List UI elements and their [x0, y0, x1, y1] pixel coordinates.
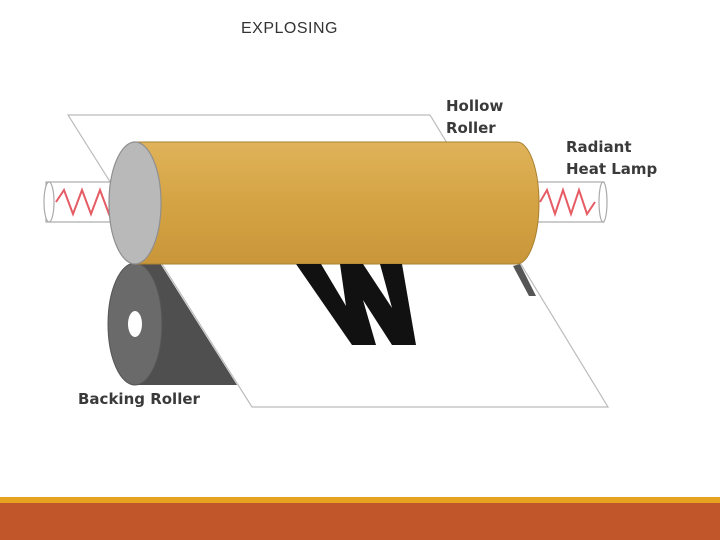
- footer-bar: [0, 503, 720, 540]
- hollow-roller-end: [108, 141, 162, 265]
- heat-lamp-tube-left-end: [43, 181, 55, 223]
- label-backing-roller: Backing Roller: [78, 390, 201, 408]
- slide-title: EXPLOSING: [241, 20, 338, 37]
- printed-letter-w: [296, 264, 416, 345]
- hollow-roller: [134, 141, 540, 265]
- footer-accent-line: [0, 497, 720, 503]
- backing-roller-axle-hole: [128, 311, 142, 337]
- heat-lamp-filament-right: [539, 186, 596, 218]
- heat-lamp-tube-right-end: [598, 181, 608, 223]
- roller-contact-shadow: [513, 264, 536, 296]
- backing-roller-shadow: [135, 263, 237, 385]
- label-radiant-heat-lamp-line1: Radiant: [566, 138, 632, 156]
- label-hollow-roller-line1: Hollow: [446, 97, 503, 115]
- label-radiant-heat-lamp-line2: Heat Lamp: [566, 160, 658, 178]
- label-hollow-roller-line2: Roller: [446, 119, 496, 137]
